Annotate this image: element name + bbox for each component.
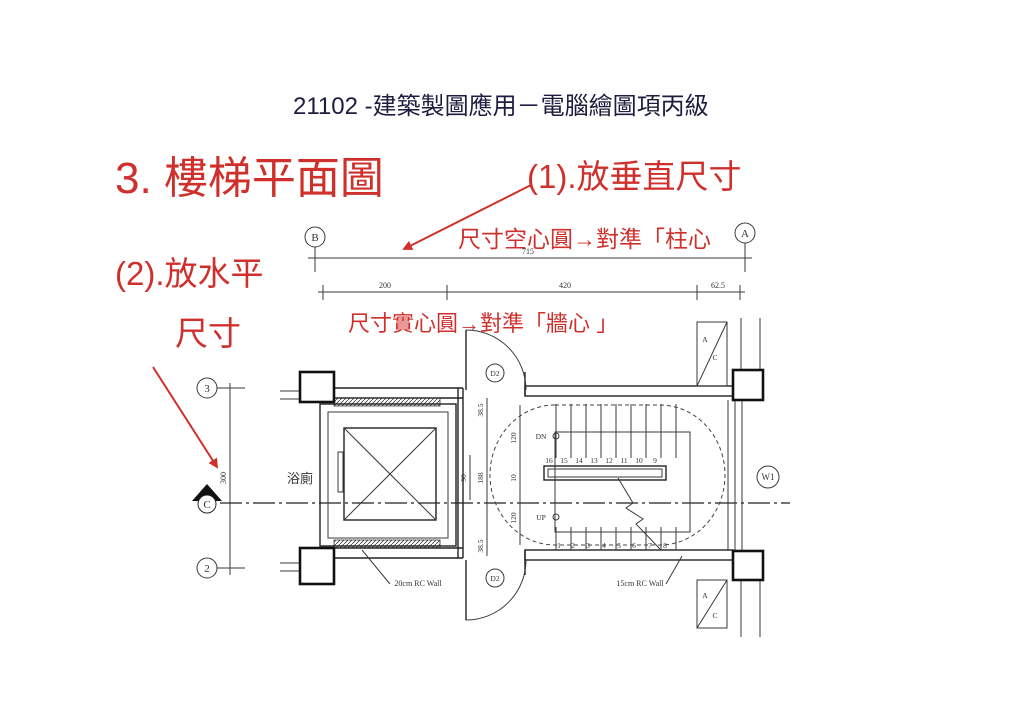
grid-bubble-a: A xyxy=(734,222,756,244)
ac-tag-top-c: C xyxy=(712,353,717,362)
overall-dimension-value: 715 xyxy=(522,247,534,256)
hall-dim-bottom: 38.5 xyxy=(476,539,485,552)
hall-dim-upper: 120 xyxy=(509,432,518,444)
grid-bubble-2: 2 xyxy=(196,557,218,579)
room-label-bathroom: 浴廁 xyxy=(287,471,313,487)
ac-tag-bottom: A C xyxy=(696,579,728,629)
vertical-dimension: 300 xyxy=(217,383,245,575)
window-tag-w1-label: W1 xyxy=(762,472,775,482)
grid-bubble-b-label: B xyxy=(311,232,318,244)
tread-number: 13 xyxy=(590,456,598,465)
wall-note-20cm: 20cm RC Wall xyxy=(361,549,442,588)
right-window-wall xyxy=(727,318,761,637)
ac-tag-top-a: A xyxy=(702,335,708,344)
tread-number: 4 xyxy=(602,541,606,550)
tread-number: 8 xyxy=(663,541,667,550)
top-left-wall xyxy=(333,387,463,407)
tread-number: 7 xyxy=(648,541,652,550)
handrail xyxy=(543,465,667,481)
tread-number: 14 xyxy=(575,456,583,465)
door-tag-d2-top: D2 xyxy=(485,363,505,383)
tread-number: 11 xyxy=(620,456,627,465)
step2-note: 尺寸實心圓→對準「牆心 」 xyxy=(348,311,619,336)
grid-bubble-b: B xyxy=(304,226,326,248)
lower-tread-lines xyxy=(555,527,677,550)
door-tag-d2-bottom-label: D2 xyxy=(490,574,499,583)
overall-dimension: 715 xyxy=(308,243,752,272)
tread-number: 16 xyxy=(545,456,553,465)
tread-number: 15 xyxy=(560,456,568,465)
exterior-wall-stubs xyxy=(280,390,300,572)
ac-tag-top: A C xyxy=(696,321,728,387)
hall-dim-lower: 120 xyxy=(509,512,518,524)
slide-title: 3. 樓梯平面圖 xyxy=(115,154,384,203)
column-bottom-left xyxy=(298,546,336,586)
step2-heading-line2: 尺寸 xyxy=(175,315,241,352)
hall-dimensions: 38.5 120 90 188 10 120 38.5 xyxy=(459,398,521,556)
stair-up-marker: UP xyxy=(536,513,560,522)
slide-header: 21102 -建築製圖應用－電腦繪圖項丙級 xyxy=(293,93,709,120)
tread-number: 1 xyxy=(557,541,561,550)
tread-number: 10 xyxy=(635,456,643,465)
segment-dimension-2: 420 xyxy=(559,281,571,290)
hall-partition-wall xyxy=(457,388,464,558)
tread-number: 6 xyxy=(632,541,636,550)
column-bottom-right xyxy=(731,549,765,582)
hall-dim-mid-b: 188 xyxy=(476,472,485,484)
stair-dn-marker: DN xyxy=(536,432,560,441)
grid-bubble-2-label: 2 xyxy=(204,563,210,575)
stair-landing-outline xyxy=(489,404,726,546)
section-marker-c: C xyxy=(192,484,222,514)
tread-number: 9 xyxy=(653,456,657,465)
stair-break-line xyxy=(617,477,661,550)
tread-number: 2 xyxy=(571,541,575,550)
section-marker-c-label: C xyxy=(203,499,210,511)
elevator-shaft xyxy=(319,403,457,547)
tread-number: 3 xyxy=(586,541,590,550)
hall-dim-top: 38.5 xyxy=(476,403,485,416)
segment-dimension-1: 200 xyxy=(379,281,391,290)
upper-tread-lines xyxy=(555,404,677,458)
door-tag-d2-bottom: D2 xyxy=(485,568,505,588)
pointer-arrow-horizontal-dimension xyxy=(152,366,219,469)
window-tag-w1: W1 xyxy=(756,465,780,489)
hall-dim-mid-c: 10 xyxy=(509,474,518,482)
column-top-right xyxy=(731,368,765,402)
step1-heading: (1).放垂直尺寸 xyxy=(527,158,742,195)
ac-tag-bottom-a: A xyxy=(702,591,708,600)
grid-bubble-a-label: A xyxy=(741,228,749,240)
door-bottom xyxy=(465,559,527,621)
bottom-left-wall xyxy=(333,539,463,559)
step1-note: 尺寸空心圓→對準「柱心 xyxy=(458,226,711,252)
grid-bubble-3-label: 3 xyxy=(204,383,210,395)
wall-note-20cm-label: 20cm RC Wall xyxy=(394,579,442,588)
wall-note-15cm-label: 15cm RC Wall xyxy=(616,579,664,588)
stair-up-label: UP xyxy=(536,513,546,522)
ac-tag-bottom-c: C xyxy=(712,611,717,620)
bottom-right-wall xyxy=(524,549,734,575)
column-top-left xyxy=(298,370,336,404)
segment-dimension-3: 62.5 xyxy=(711,281,725,290)
wall-note-15cm: 15cm RC Wall xyxy=(616,555,683,588)
lower-tread-numbers: 1 2 3 4 5 6 7 8 xyxy=(557,541,667,550)
grid-bubble-3: 3 xyxy=(196,377,218,399)
stair: DN UP 16 15 14 13 12 11 10 9 1 2 3 4 5 6… xyxy=(489,404,726,550)
door-tag-d2-top-label: D2 xyxy=(490,369,499,378)
segment-dimension: 200 420 62.5 xyxy=(318,281,745,300)
tread-number: 12 xyxy=(605,456,613,465)
upper-tread-numbers: 16 15 14 13 12 11 10 9 xyxy=(545,456,657,465)
pointer-arrow-vertical-dimension xyxy=(402,184,532,250)
stair-frame xyxy=(554,431,691,533)
tread-number: 5 xyxy=(617,541,621,550)
door-top xyxy=(465,329,527,391)
step2-heading-line1: (2).放水平 xyxy=(115,255,264,292)
hall-dim-mid-a: 90 xyxy=(459,474,468,482)
vertical-dimension-value: 300 xyxy=(219,472,228,484)
stair-dn-label: DN xyxy=(536,432,547,441)
